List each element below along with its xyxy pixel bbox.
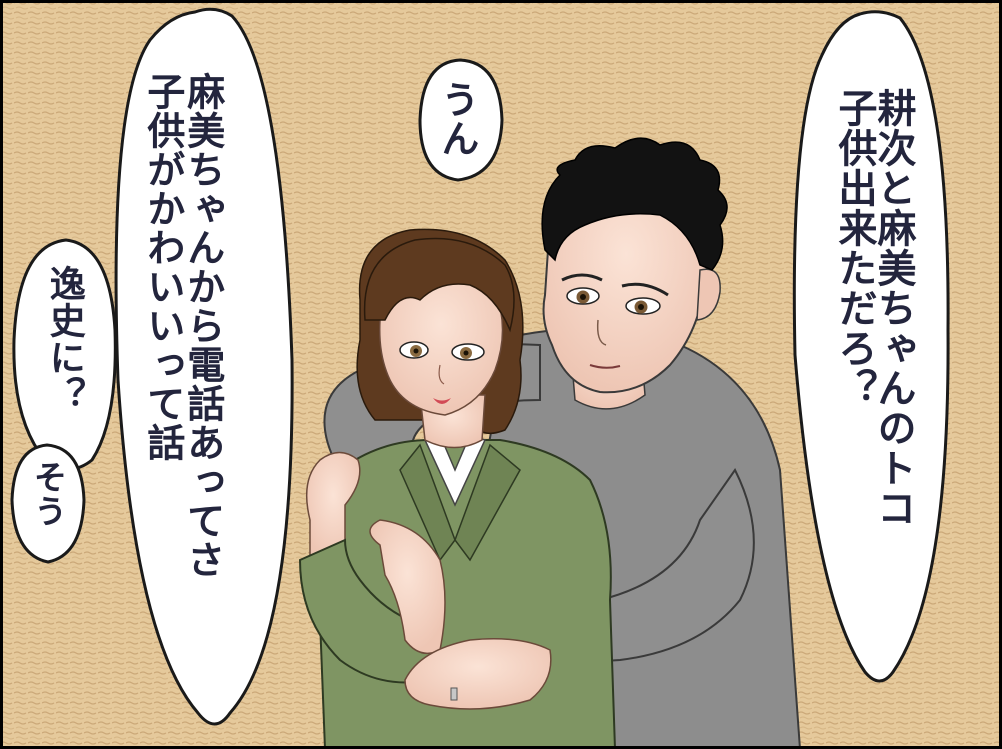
speech-bubble-right <box>792 10 950 683</box>
bubble-right-text: 耕次と麻美ちゃんのトコ 子供出来ただろ？ <box>832 88 916 528</box>
speech-bubble-left <box>114 7 294 726</box>
speech-bubble-un <box>418 58 504 182</box>
bubble-sou-text: そう <box>28 460 68 528</box>
bubble-itsushi-text: 逸史に？ <box>43 265 85 413</box>
clasped-hands <box>369 519 552 710</box>
bubble-left-text: 麻美ちゃんから電話あってさ 子供がかわいいって話 <box>140 72 225 579</box>
speech-bubble-sou <box>10 443 86 564</box>
bubble-un-text: うん <box>434 80 479 158</box>
